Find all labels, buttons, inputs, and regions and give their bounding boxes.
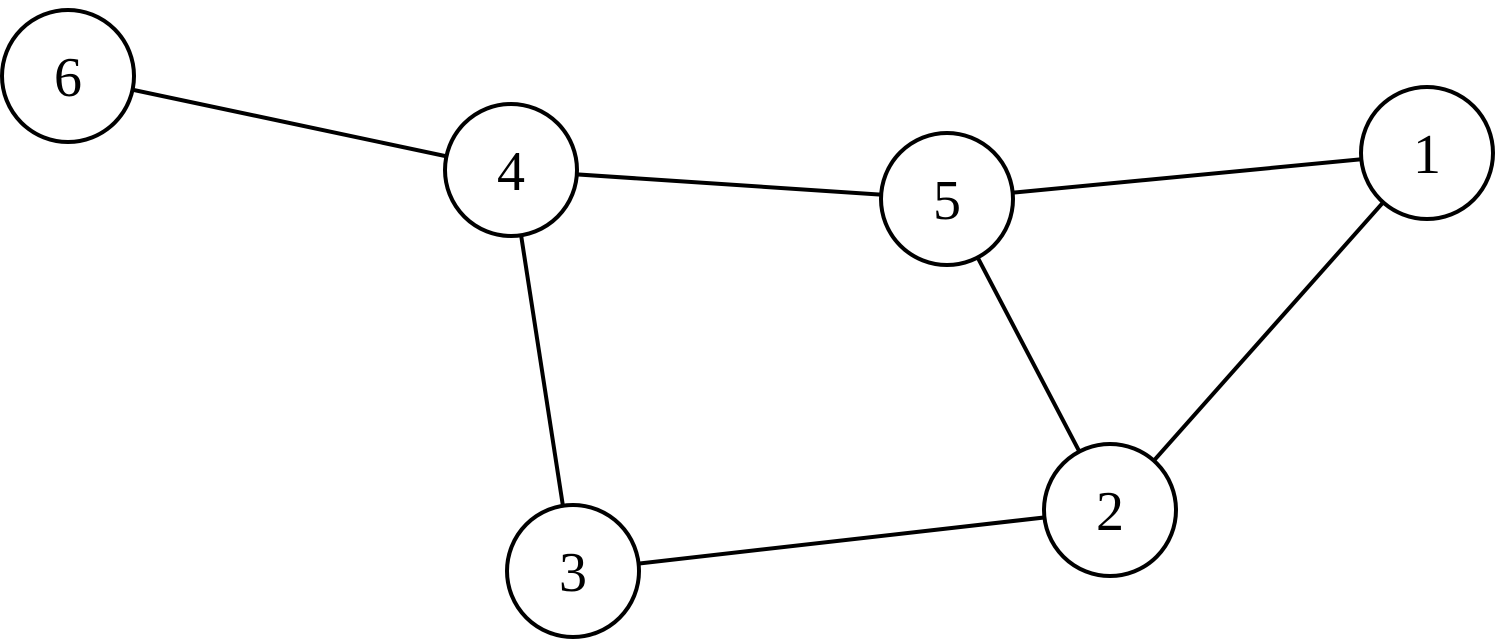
- node-label: 3: [559, 542, 587, 604]
- node-label: 5: [933, 170, 961, 232]
- node-circle: [0, 8, 136, 144]
- node-circle: [879, 131, 1015, 267]
- node-circle: [443, 102, 579, 238]
- node-label: 2: [1096, 481, 1124, 543]
- node-4: 4: [443, 102, 579, 238]
- edges-layer: [67, 74, 1429, 573]
- node-1: 1: [1359, 85, 1495, 221]
- node-circle: [1359, 85, 1495, 221]
- edge-4-5: [510, 168, 948, 201]
- node-label: 4: [497, 141, 525, 203]
- node-5: 5: [879, 131, 1015, 267]
- node-6: 6: [0, 8, 136, 144]
- edge-3-2: [572, 508, 1111, 573]
- nodes-layer: 1 2 3 4 5 6: [0, 8, 1495, 639]
- edge-1-2: [1108, 151, 1429, 512]
- node-label: 1: [1413, 124, 1441, 186]
- node-circle: [1042, 442, 1178, 578]
- node-label: 6: [54, 47, 82, 109]
- node-circle: [505, 503, 641, 639]
- node-3: 3: [505, 503, 641, 639]
- edge-6-4: [67, 74, 512, 172]
- node-2: 2: [1042, 442, 1178, 578]
- edge-5-1: [946, 151, 1428, 201]
